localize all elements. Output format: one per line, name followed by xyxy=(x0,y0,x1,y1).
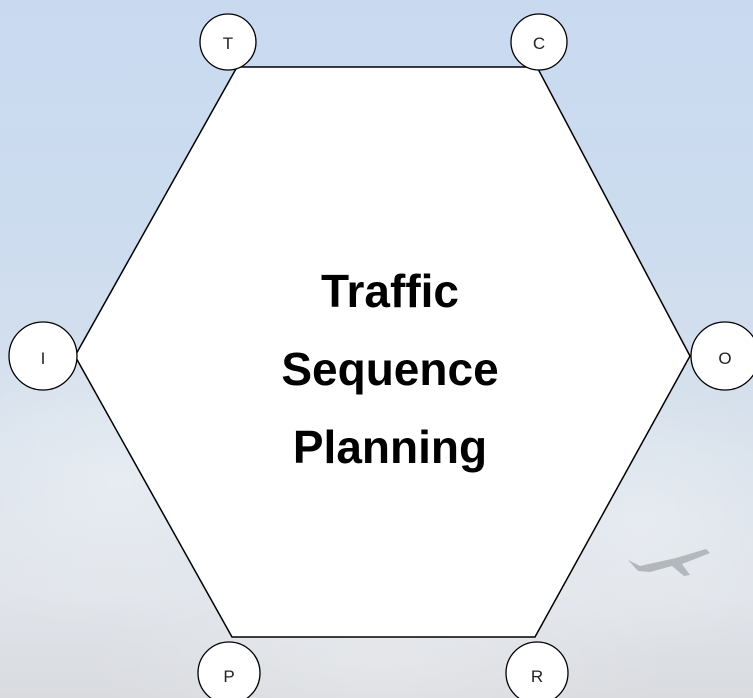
node-circle-r xyxy=(505,641,569,698)
airplane-silhouette xyxy=(628,549,710,576)
node-label-r: R xyxy=(530,667,544,686)
node-circle-t xyxy=(199,13,257,71)
node-circle-o xyxy=(690,321,753,391)
node-label-c: C xyxy=(532,34,546,53)
node-label-t: T xyxy=(222,34,234,53)
node-label-o: O xyxy=(718,349,732,368)
node-circle-c xyxy=(510,13,568,71)
title-line-2: Sequence xyxy=(281,343,499,395)
title-line-3: Planning xyxy=(292,421,488,473)
node-label-i: I xyxy=(40,349,46,368)
node-circle-p xyxy=(197,641,261,698)
center-title: Traffic Sequence Planning xyxy=(150,252,630,486)
node-label-p: P xyxy=(223,667,235,686)
node-circle-i xyxy=(8,321,78,391)
title-line-1: Traffic xyxy=(320,265,460,317)
